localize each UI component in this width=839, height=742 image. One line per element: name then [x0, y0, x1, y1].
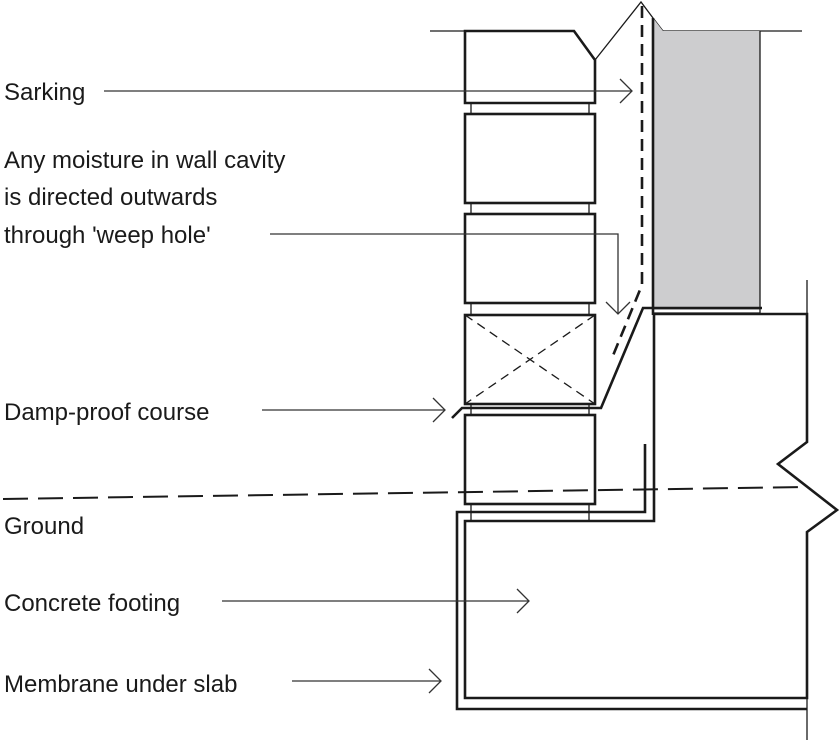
label-sarking: Sarking — [4, 79, 85, 106]
brick-top — [463, 29, 597, 105]
label-footing: Concrete footing — [4, 590, 180, 617]
label-membrane: Membrane under slab — [4, 671, 237, 698]
damp-proof-course — [451, 306, 762, 419]
inner-wall-leaf — [653, 18, 760, 310]
label-dpc: Damp-proof course — [4, 399, 209, 426]
label-moisture-line1: Any moisture in wall cavity — [4, 147, 285, 174]
outer-brick-leaf — [463, 29, 597, 521]
membrane-under-slab — [455, 444, 807, 711]
brick — [463, 112, 597, 205]
ground-line — [2, 486, 808, 500]
arrow-footing — [222, 588, 530, 614]
brick-weep-hole — [463, 313, 597, 406]
mortar-joints — [470, 103, 590, 521]
sarking-membrane — [610, 6, 644, 359]
label-ground: Ground — [4, 513, 84, 540]
arrow-sarking — [104, 78, 633, 104]
label-moisture-line2: is directed outwards — [4, 184, 217, 211]
weep-hole-cross — [464, 314, 596, 405]
brick — [463, 212, 597, 305]
label-moisture-line3: through 'weep hole' — [4, 222, 211, 249]
brick — [463, 413, 597, 506]
concrete-footing — [463, 312, 839, 700]
arrow-membrane — [292, 668, 442, 694]
arrow-weep-hole — [270, 233, 631, 315]
arrow-dpc — [262, 397, 446, 423]
